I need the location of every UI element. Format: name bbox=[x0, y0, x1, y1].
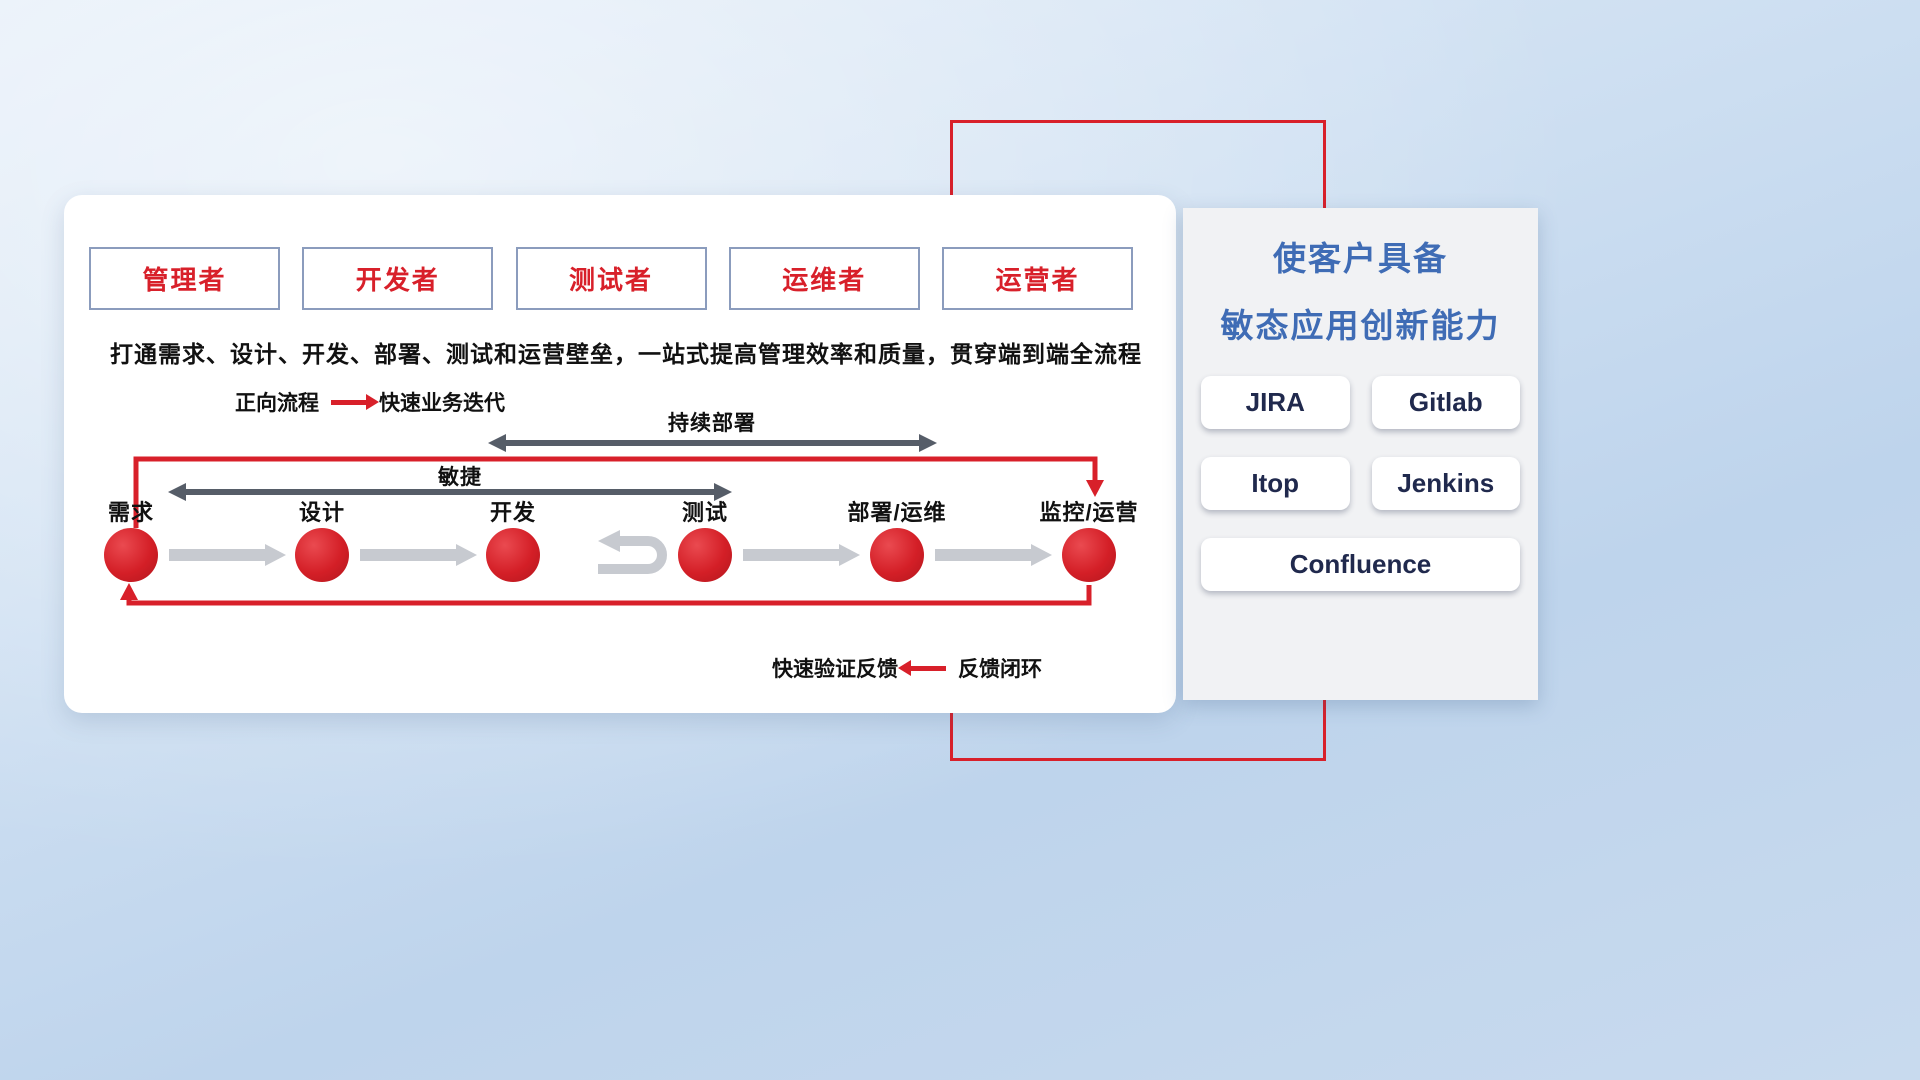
connector-3-arrowhead-icon bbox=[839, 544, 860, 566]
role-label: 开发者 bbox=[355, 265, 440, 295]
continuous-deploy-left-arrowhead-icon bbox=[488, 434, 506, 452]
connector-1-arrowhead-icon bbox=[265, 544, 286, 566]
panel-title-line2: 敏态应用创新能力 bbox=[1220, 307, 1501, 344]
tool-chip-jira: JIRA bbox=[1201, 376, 1350, 429]
flow-diagram-lines bbox=[120, 434, 1104, 606]
node-label-deploy-ops: 部署/运维 bbox=[847, 500, 947, 525]
iterate-loop-icon bbox=[598, 536, 667, 574]
role-label: 运维者 bbox=[782, 265, 867, 295]
connector-4-arrowhead-icon bbox=[1031, 544, 1052, 566]
role-label: 管理者 bbox=[142, 265, 227, 295]
role-box-tester: 测试者 bbox=[515, 247, 707, 310]
role-label: 运营者 bbox=[995, 265, 1080, 295]
continuous-deploy-label: 持续部署 bbox=[668, 412, 756, 435]
node-circle-deploy-ops bbox=[870, 528, 924, 582]
devops-workflow-card: 管理者 开发者 测试者 运维者 运营者 打通需求、设计、开发、部署、测试和运营壁… bbox=[64, 195, 1176, 713]
feedback-arrow-icon bbox=[898, 659, 946, 676]
continuous-deploy-right-arrowhead-icon bbox=[919, 434, 937, 452]
panel-title: 使客户具备 敏态应用创新能力 bbox=[1201, 242, 1520, 342]
feedback-loop-line bbox=[126, 585, 1092, 606]
role-box-operator: 运营者 bbox=[942, 247, 1133, 310]
node-label-design: 设计 bbox=[298, 500, 346, 525]
agile-right-arrowhead-icon bbox=[714, 483, 732, 501]
agile-label: 敏捷 bbox=[438, 466, 482, 489]
forward-flow-legend: 正向流程 快速业务迭代 bbox=[235, 387, 505, 417]
feedback-label: 快速验证反馈 bbox=[772, 658, 898, 681]
tool-chip-jenkins: Jenkins bbox=[1371, 457, 1520, 510]
role-box-ops: 运维者 bbox=[728, 247, 920, 310]
connector-2-arrowhead-icon bbox=[456, 544, 477, 566]
node-circle-develop bbox=[486, 528, 540, 582]
role-label: 测试者 bbox=[568, 265, 653, 295]
feedback-loop-arrowhead-icon bbox=[120, 583, 138, 600]
agile-left-arrowhead-icon bbox=[168, 483, 186, 501]
feedback-value: 反馈闭环 bbox=[958, 658, 1042, 681]
node-label-test: 测试 bbox=[681, 500, 729, 525]
headline-text: 打通需求、设计、开发、部署、测试和运营壁垒，一站式提高管理效率和质量，贯穿端到端… bbox=[110, 341, 1142, 367]
forward-flow-value: 快速业务迭代 bbox=[379, 392, 505, 415]
tools-grid: JIRA Gitlab Itop Jenkins Confluence bbox=[1201, 376, 1520, 591]
role-box-manager: 管理者 bbox=[89, 247, 280, 310]
tool-chip-confluence: Confluence bbox=[1201, 538, 1520, 591]
feedback-legend: 快速验证反馈 反馈闭环 bbox=[772, 653, 1042, 683]
forward-loop-arrowhead-icon bbox=[1086, 480, 1104, 497]
node-circle-design bbox=[295, 528, 349, 582]
capability-panel: 使客户具备 敏态应用创新能力 JIRA Gitlab Itop Jenkins … bbox=[1183, 208, 1538, 700]
forward-flow-label: 正向流程 bbox=[235, 392, 319, 415]
iterate-loop-arrowhead-icon bbox=[598, 530, 620, 552]
node-circle-monitor-operate bbox=[1062, 528, 1116, 582]
node-label-monitor-operate: 监控/运营 bbox=[1039, 500, 1139, 525]
node-circle-test bbox=[678, 528, 732, 582]
node-label-requirement: 需求 bbox=[107, 500, 155, 525]
node-label-develop: 开发 bbox=[489, 500, 537, 525]
forward-arrow-icon bbox=[331, 393, 379, 410]
tool-chip-gitlab: Gitlab bbox=[1371, 376, 1520, 429]
forward-loop-line bbox=[133, 456, 1098, 528]
tool-chip-itop: Itop bbox=[1201, 457, 1350, 510]
node-circle-requirement bbox=[104, 528, 158, 582]
roles-row: 管理者 开发者 测试者 运维者 运营者 bbox=[89, 247, 1133, 310]
role-box-developer: 开发者 bbox=[302, 247, 494, 310]
panel-title-line1: 使客户具备 bbox=[1273, 240, 1448, 277]
